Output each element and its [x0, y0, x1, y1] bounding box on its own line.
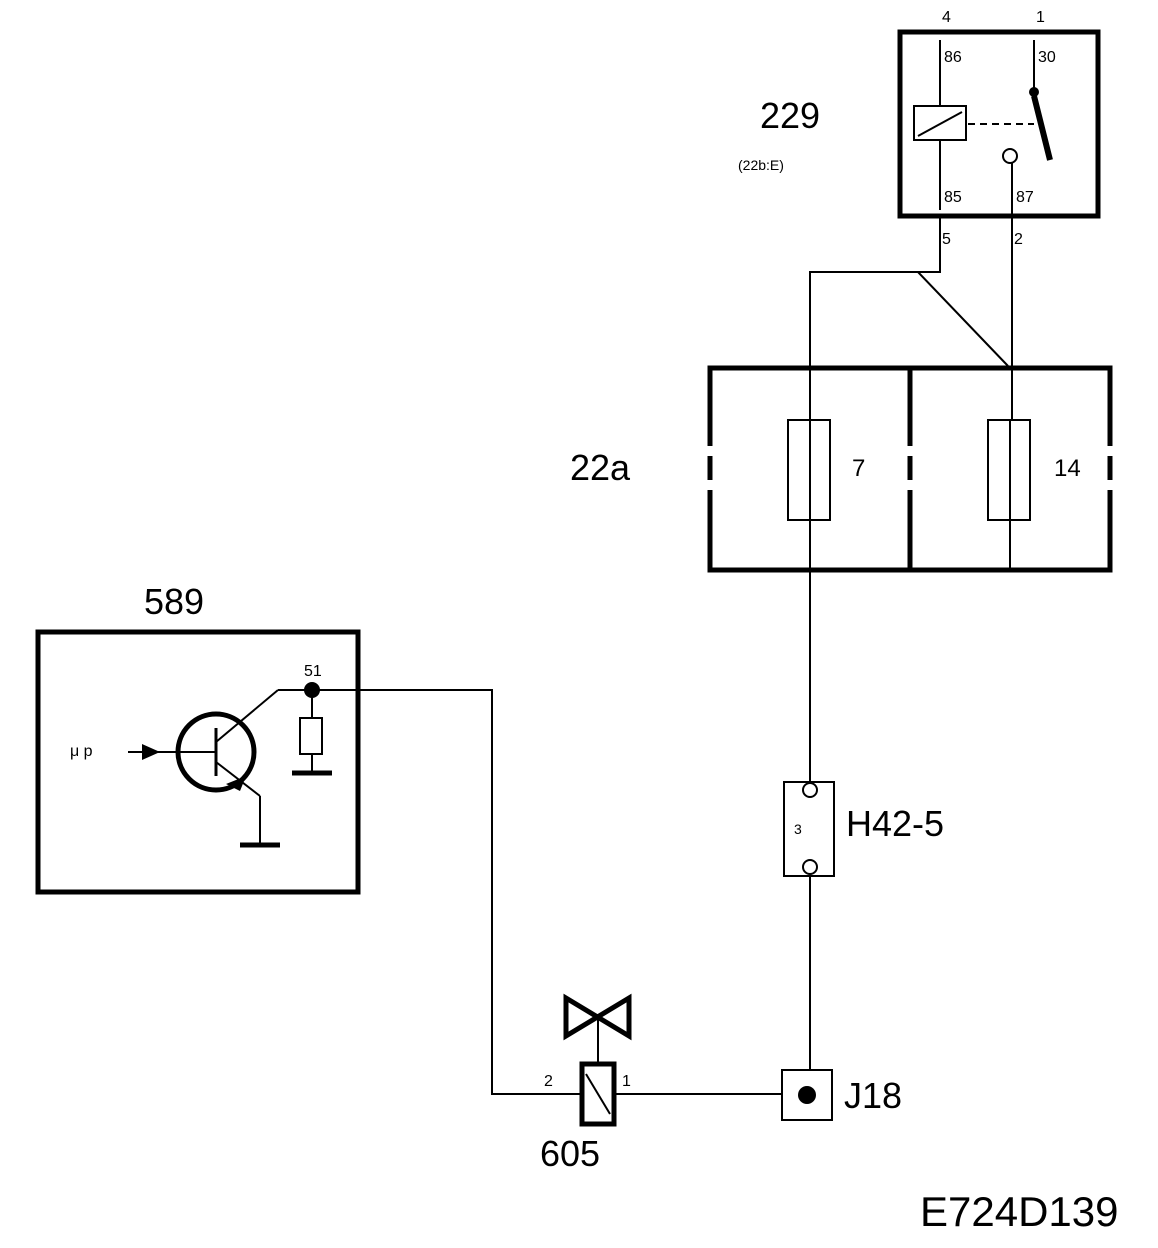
connector-h42-5: 3 H42-5 — [783, 781, 944, 877]
relay-terminal-86: 86 — [944, 49, 962, 66]
junction-j18: J18 — [781, 1069, 902, 1121]
valve-solenoid-diagonal — [585, 1073, 611, 1115]
relay-terminal-85: 85 — [944, 189, 962, 206]
valve-605: 2 1 605 — [540, 993, 632, 1174]
wire-relay85-to-fuse7 — [809, 218, 941, 420]
relay-pin-5: 5 — [942, 231, 951, 248]
relay-housing — [897, 29, 1101, 219]
junction-id: J18 — [844, 1075, 902, 1116]
transistor-collector — [215, 689, 279, 743]
relay-pin-4: 4 — [942, 9, 951, 26]
valve-id: 605 — [540, 1133, 600, 1174]
transistor-emitter — [215, 761, 261, 797]
fusebox-id: 22a — [570, 447, 631, 488]
relay-pin-1: 1 — [1036, 9, 1045, 26]
valve-pin-1: 1 — [622, 1073, 631, 1090]
relay-contact-87-icon — [1002, 148, 1018, 164]
control-unit-input-arrow-icon — [142, 744, 160, 760]
fuse-7-label: 7 — [852, 455, 865, 482]
valve-pin-2: 2 — [544, 1073, 553, 1090]
control-unit-id: 589 — [144, 581, 204, 622]
wire-valve-to-ecu — [312, 689, 580, 1095]
relay-pin-2: 2 — [1014, 231, 1023, 248]
pullup-resistor-icon — [299, 717, 323, 755]
control-unit-input-label: μ p — [70, 743, 93, 760]
relay-switch-arm-icon — [1031, 95, 1053, 161]
wires — [312, 162, 1013, 1095]
relay-contact-pivot-icon — [1029, 87, 1039, 97]
fuse-14-label: 14 — [1054, 455, 1081, 482]
connector-pin: 3 — [794, 821, 802, 837]
wire-branch-diagonal — [810, 271, 1009, 367]
fusebox-22a: 22a 7 14 — [570, 365, 1113, 573]
connector-socket-top-icon — [802, 782, 818, 798]
control-unit-housing — [35, 629, 361, 895]
connector-socket-bottom-icon — [802, 859, 818, 875]
control-unit-589: 589 μ p 51 — [35, 581, 361, 895]
transistor-emitter-arrow-icon — [226, 776, 246, 791]
control-unit-pin: 51 — [304, 663, 322, 680]
relay-ref: (22b:E) — [738, 157, 784, 173]
relay-coil-diagonal — [917, 111, 963, 137]
relay-terminal-30: 30 — [1038, 49, 1056, 66]
diagram-code: E724D139 — [920, 1188, 1119, 1235]
junction-dot-icon — [798, 1086, 816, 1104]
relay-229: 229 (22b:E) 4 1 86 30 85 87 5 2 — [738, 9, 1101, 248]
connector-id: H42-5 — [846, 803, 944, 844]
relay-id: 229 — [760, 95, 820, 136]
relay-terminal-87: 87 — [1016, 189, 1034, 206]
valve-symbol-icon — [563, 993, 632, 1041]
